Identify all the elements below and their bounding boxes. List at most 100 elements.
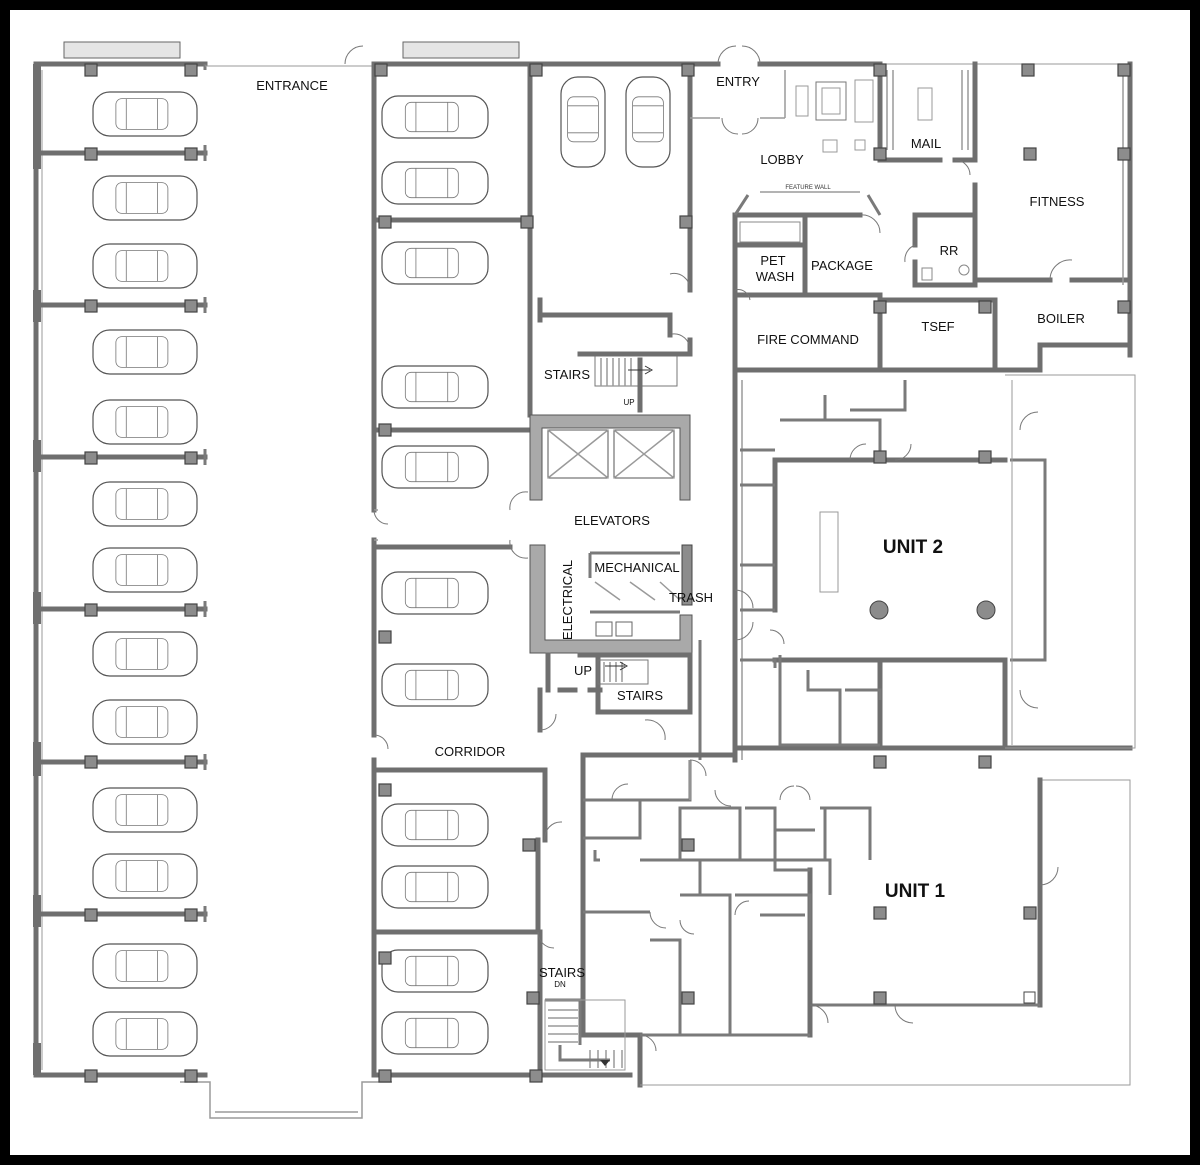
lobby-area bbox=[687, 61, 1133, 373]
car bbox=[92, 547, 198, 593]
door-swing bbox=[769, 629, 785, 645]
door-swing bbox=[849, 443, 912, 461]
label-stairs-upper: STAIRS bbox=[544, 367, 590, 382]
column bbox=[873, 63, 887, 77]
car bbox=[381, 949, 489, 993]
door-swing bbox=[639, 1034, 657, 1052]
car bbox=[92, 853, 198, 899]
label-dn: DN bbox=[554, 980, 566, 989]
car bbox=[381, 161, 489, 205]
car bbox=[625, 76, 671, 168]
plan-sheet bbox=[10, 10, 1190, 1155]
column bbox=[978, 450, 992, 464]
door-swing bbox=[1019, 411, 1039, 431]
car bbox=[92, 1011, 198, 1057]
structural-columns bbox=[84, 63, 1131, 1083]
column bbox=[873, 147, 887, 161]
column bbox=[378, 423, 392, 437]
column bbox=[184, 63, 198, 77]
column bbox=[873, 991, 887, 1005]
unit-1 bbox=[580, 752, 1131, 1088]
door-swing bbox=[669, 273, 691, 291]
door-swing bbox=[859, 214, 881, 234]
door-swing bbox=[734, 289, 751, 301]
door-swing bbox=[904, 244, 916, 263]
planter-left bbox=[63, 41, 181, 59]
label-feature-wall: FEATURE WALL bbox=[785, 185, 831, 191]
column bbox=[1023, 906, 1037, 920]
label-elevators: ELEVATORS bbox=[574, 513, 650, 528]
column bbox=[679, 215, 693, 229]
door-swing bbox=[537, 931, 555, 949]
unit-2 bbox=[698, 367, 1136, 763]
column bbox=[378, 1069, 392, 1083]
column bbox=[529, 63, 543, 77]
car bbox=[92, 631, 198, 677]
column bbox=[84, 603, 98, 617]
door-swing bbox=[539, 713, 557, 731]
label-trash: TRASH bbox=[669, 590, 713, 605]
car bbox=[381, 95, 489, 139]
door-swing bbox=[779, 785, 811, 801]
room-labels: ENTRANCE ENTRY LOBBY MAIL FITNESS FEATUR… bbox=[256, 74, 1085, 989]
label-stairs-dn: STAIRS bbox=[539, 965, 585, 980]
door-swing bbox=[611, 783, 629, 801]
car bbox=[560, 76, 606, 168]
car bbox=[381, 571, 489, 615]
column bbox=[529, 1069, 543, 1083]
label-corridor: CORRIDOR bbox=[435, 744, 506, 759]
car bbox=[381, 1011, 489, 1055]
column bbox=[1021, 63, 1035, 77]
label-stairs-lower: STAIRS bbox=[617, 688, 663, 703]
column bbox=[378, 951, 392, 965]
column bbox=[378, 215, 392, 229]
door-swing bbox=[954, 159, 971, 176]
door-swing bbox=[689, 759, 707, 777]
label-up-lower: UP bbox=[574, 663, 592, 678]
door-swing bbox=[721, 117, 759, 135]
label-unit-2: UNIT 2 bbox=[883, 537, 943, 558]
garage bbox=[33, 41, 693, 1119]
label-electrical: ELECTRICAL bbox=[560, 560, 575, 640]
door-swing bbox=[344, 45, 364, 65]
column bbox=[978, 755, 992, 769]
car bbox=[92, 699, 198, 745]
label-mechanical: MECHANICAL bbox=[594, 560, 679, 575]
label-fire-command: FIRE COMMAND bbox=[757, 332, 859, 347]
column-hollow bbox=[1023, 991, 1036, 1004]
column bbox=[184, 147, 198, 161]
door-swing bbox=[373, 509, 389, 525]
column bbox=[84, 755, 98, 769]
door-swing bbox=[544, 821, 563, 841]
column bbox=[184, 299, 198, 313]
label-pet-wash-line1: PET bbox=[760, 253, 785, 268]
car bbox=[381, 241, 489, 285]
car bbox=[92, 243, 198, 289]
door-swing bbox=[373, 734, 389, 750]
column bbox=[84, 63, 98, 77]
label-mail: MAIL bbox=[911, 136, 941, 151]
car bbox=[381, 865, 489, 909]
label-entrance: ENTRANCE bbox=[256, 78, 328, 93]
door-swing bbox=[734, 900, 750, 916]
planter-right bbox=[402, 41, 520, 59]
label-lobby: LOBBY bbox=[760, 152, 804, 167]
door-swing bbox=[644, 719, 666, 741]
car bbox=[92, 329, 198, 375]
label-pet-wash-line2: WASH bbox=[756, 269, 795, 284]
door-swing bbox=[649, 911, 667, 929]
car bbox=[92, 481, 198, 527]
column bbox=[873, 450, 887, 464]
stair-arrow-down bbox=[600, 1060, 610, 1066]
door-swing bbox=[809, 1004, 829, 1024]
car bbox=[381, 365, 489, 409]
car bbox=[381, 803, 489, 847]
column bbox=[84, 908, 98, 922]
column bbox=[1023, 147, 1037, 161]
car bbox=[92, 787, 198, 833]
column bbox=[184, 908, 198, 922]
elevator-shaft-wall bbox=[529, 414, 691, 501]
column bbox=[681, 63, 695, 77]
column bbox=[873, 755, 887, 769]
